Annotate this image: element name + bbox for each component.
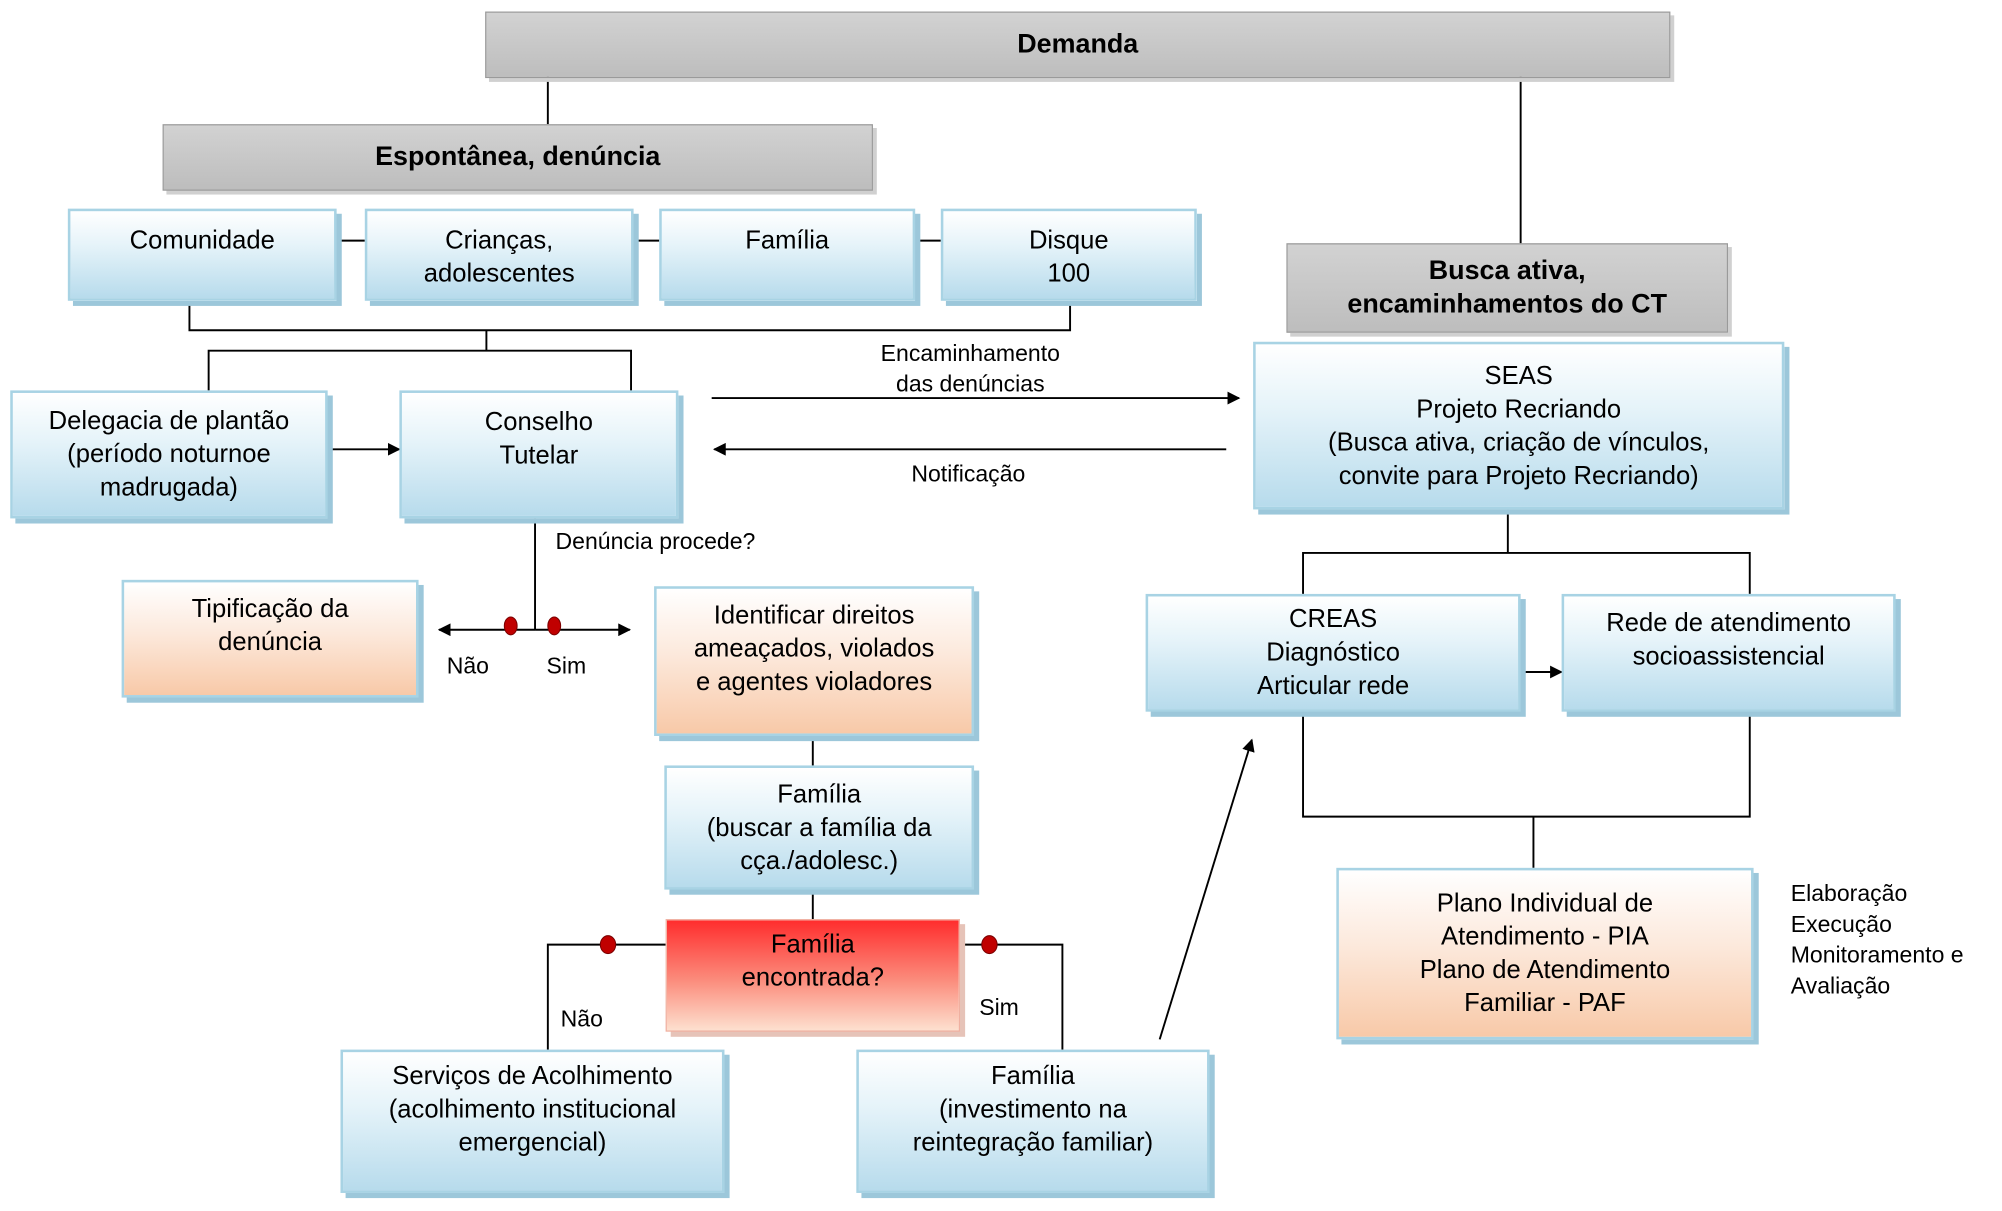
familia-reintegracao-box: Família (investimento na reintegração fa… [856, 1049, 1210, 1193]
etapas-label: Elaboração Execução Monitoramento e Aval… [1790, 880, 1964, 999]
source-comunidade: Comunidade [67, 208, 337, 301]
seas-box: SEAS Projeto Recriando (Busca ativa, cri… [1253, 341, 1785, 510]
denuncia-procede-label: Denúncia procede? [555, 528, 756, 555]
notificacao-label: Notificação [911, 460, 1026, 487]
decision-dot-encontrada-sim [981, 935, 998, 955]
sim-label-1: Sim [546, 652, 587, 679]
source-criancas: Crianças, adolescentes [364, 208, 634, 301]
busca-ativa-box: Busca ativa, encaminhamentos do CT [1286, 243, 1728, 333]
rede-atendimento-box: Rede de atendimento socioassistencial [1561, 593, 1896, 712]
source-disque-100: Disque 100 [940, 208, 1197, 301]
decision-dot-nao [503, 616, 518, 636]
encaminhamento-label: Encaminhamento das denúncias [880, 340, 1060, 397]
acolhimento-box: Serviços de Acolhimento (acolhimento ins… [340, 1049, 725, 1193]
delegacia-box: Delegacia de plantão (período noturnoe m… [10, 390, 328, 519]
decision-dot-encontrada-nao [599, 935, 617, 955]
demanda-box: Demanda [485, 11, 1671, 79]
plano-box: Plano Individual de Atendimento - PIA Pl… [1336, 867, 1754, 1040]
familia-encontrada-box: Família encontrada? [665, 919, 960, 1032]
sim-label-2: Sim [979, 994, 1019, 1021]
nao-label-2: Não [560, 1006, 603, 1032]
creas-box: CREAS Diagnóstico Articular rede [1145, 593, 1521, 712]
nao-label-1: Não [446, 652, 489, 679]
conselho-tutelar-box: Conselho Tutelar [399, 390, 679, 519]
tipificacao-box: Tipificação da denúncia [121, 579, 419, 698]
source-familia: Família [659, 208, 916, 301]
decision-dot-sim [547, 616, 562, 636]
identificar-box: Identificar direitos ameaçados, violados… [654, 586, 975, 736]
espontanea-box: Espontânea, denúncia [162, 124, 873, 191]
familia-buscar-box: Família (buscar a família da cça./adoles… [664, 765, 975, 890]
